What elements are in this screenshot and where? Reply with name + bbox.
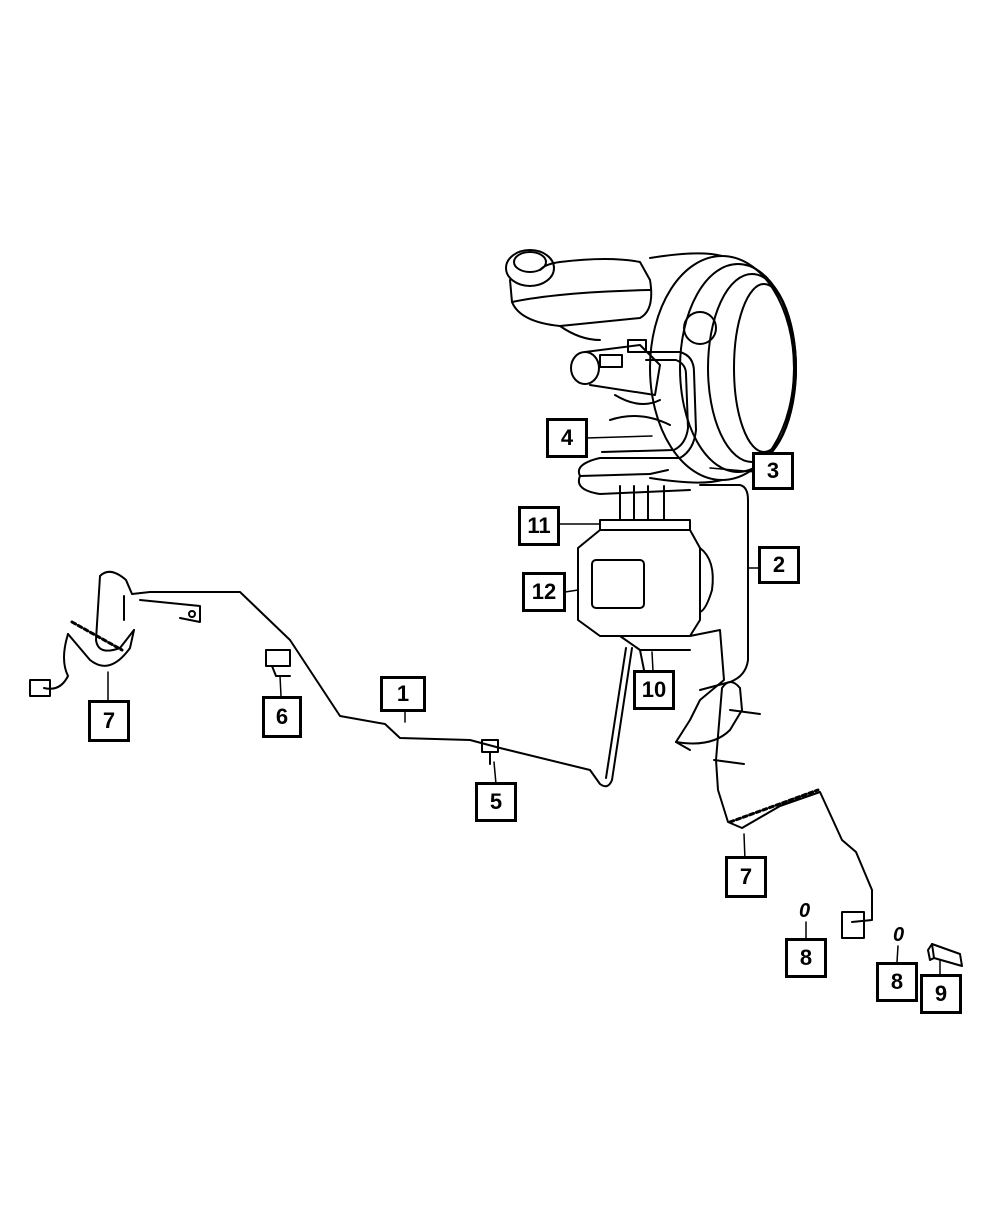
- right-hose-assembly: [675, 681, 873, 939]
- line-clip: [481, 739, 499, 765]
- left-hose-coils: [70, 620, 124, 652]
- callout-3: 3: [752, 452, 794, 490]
- callout-1: 1: [380, 676, 426, 712]
- callout-7-right: 7: [725, 856, 767, 898]
- left-hose-assembly: [29, 570, 201, 697]
- abs-module: [577, 519, 714, 651]
- callout-8-left: 8: [785, 938, 827, 978]
- callout-9: 9: [920, 974, 962, 1014]
- callout-11: 11: [518, 506, 560, 546]
- right-hose-coils: [728, 788, 820, 824]
- callout-12: 12: [522, 572, 566, 612]
- line-bracket-clip: [265, 649, 291, 677]
- master-cylinder-reservoir: [505, 249, 653, 341]
- callout-10: 10: [633, 670, 675, 710]
- callout-4: 4: [546, 418, 588, 458]
- master-cylinder: [570, 339, 661, 405]
- brake-booster: [609, 252, 797, 484]
- leader-lines: [107, 435, 941, 977]
- o-ring-mark-left: 0: [799, 900, 811, 922]
- callout-5: 5: [475, 782, 517, 822]
- banjo-bolt: [927, 943, 963, 967]
- master-to-abs-lines: [578, 351, 749, 691]
- callout-8-right: 8: [876, 962, 918, 1002]
- callout-6: 6: [262, 696, 302, 738]
- long-brake-line: [149, 591, 633, 788]
- callout-7-left: 7: [88, 700, 130, 742]
- callout-2: 2: [758, 546, 800, 584]
- o-ring-mark-right: 0: [893, 924, 905, 946]
